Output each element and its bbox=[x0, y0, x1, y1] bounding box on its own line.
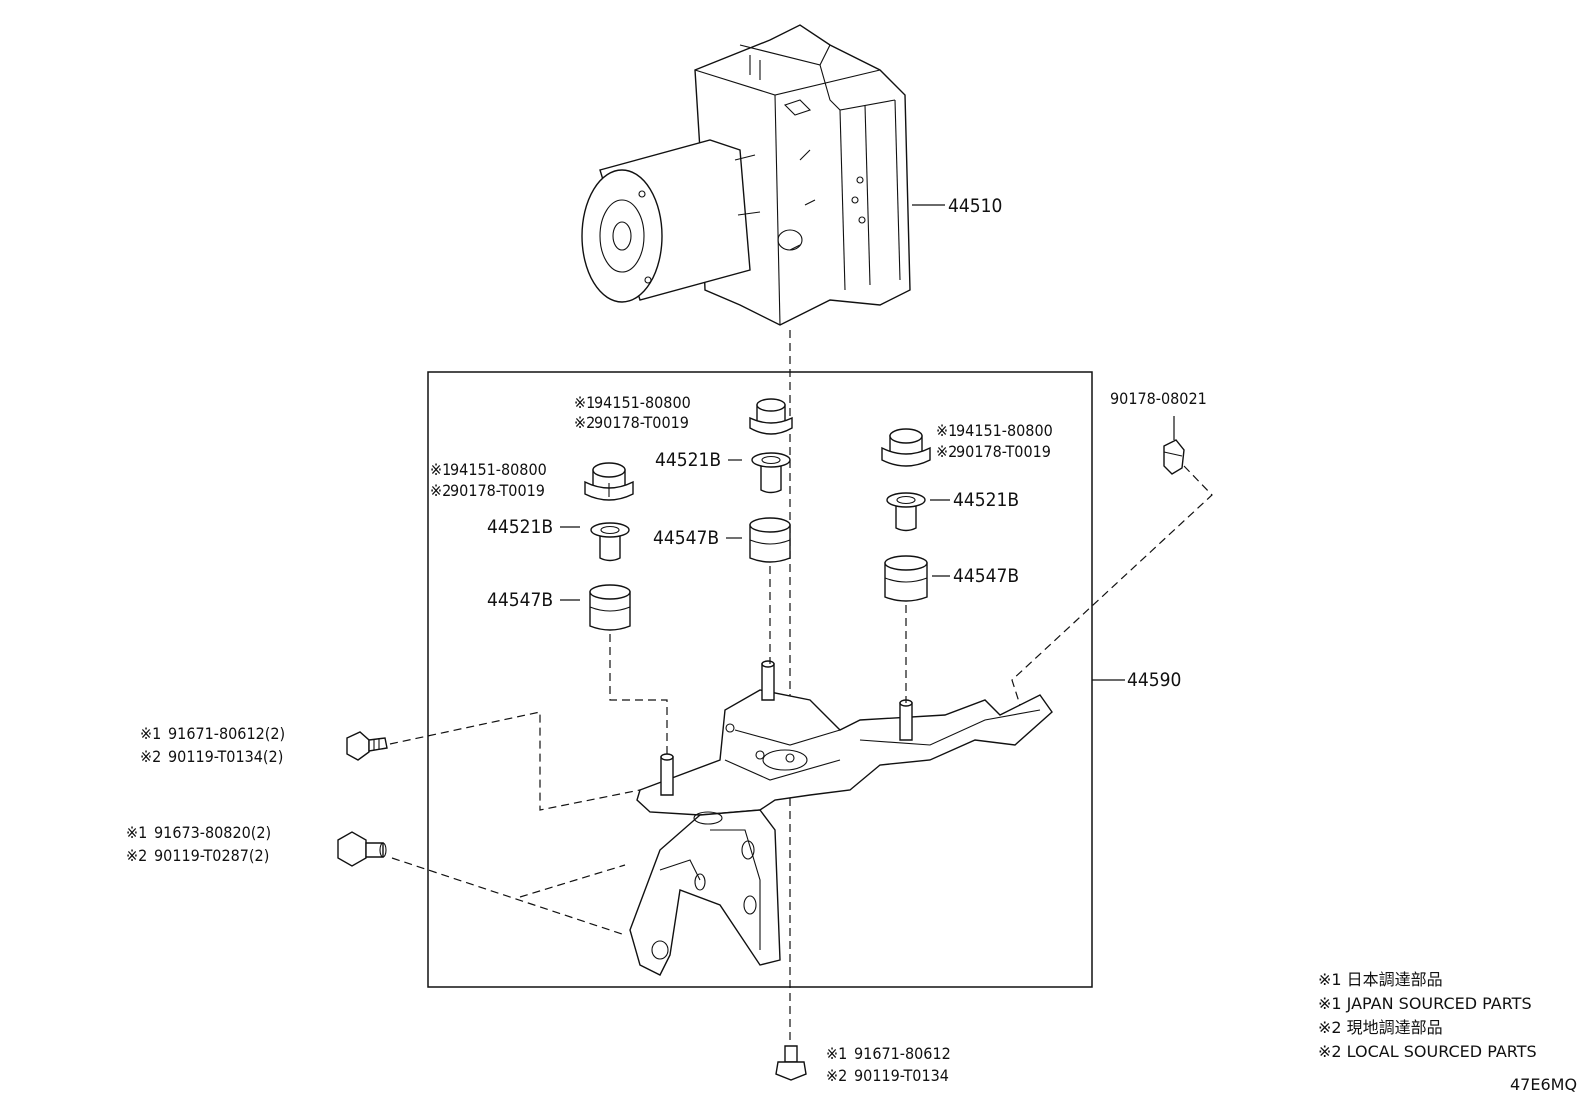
label-clip: 90178-08021 bbox=[1110, 389, 1207, 408]
bolt-bottom-illustration bbox=[775, 1045, 807, 1081]
label-grommet-left: 44547B bbox=[487, 589, 553, 611]
bolt-b-illustration bbox=[337, 831, 387, 867]
mark-cushion-right-1: ※1 bbox=[936, 421, 957, 440]
mark-bolt-bottom-2: ※2 bbox=[826, 1066, 847, 1085]
collar-right-illustration bbox=[886, 492, 926, 532]
label-cushion-top-local: 90178-T0019 bbox=[594, 413, 689, 432]
label-cushion-right-jp: 94151-80800 bbox=[956, 421, 1053, 440]
collar-center-illustration bbox=[751, 452, 791, 494]
legend-line-1: ※1 日本調達部品 bbox=[1318, 970, 1443, 989]
legend-line-2: ※1 JAPAN SOURCED PARTS bbox=[1318, 994, 1532, 1013]
label-collar-right: 44521B bbox=[953, 489, 1019, 511]
mark-bolt-a-1: ※1 bbox=[140, 724, 161, 743]
collar-left-illustration bbox=[590, 522, 630, 562]
label-collar-left: 44521B bbox=[487, 516, 553, 538]
cushion-left-illustration bbox=[584, 462, 634, 501]
label-grommet-right: 44547B bbox=[953, 565, 1019, 587]
label-44590: 44590 bbox=[1127, 669, 1181, 691]
legend-line-3: ※2 現地調達部品 bbox=[1318, 1018, 1443, 1037]
dash-bolt-b bbox=[391, 857, 626, 936]
illustration-code: 47E6MQ bbox=[1510, 1075, 1577, 1094]
dash-clip bbox=[1011, 465, 1213, 706]
mark-cushion-top-1: ※1 bbox=[574, 393, 595, 412]
label-collar-center: 44521B bbox=[655, 449, 721, 471]
dash-left-stud bbox=[609, 634, 668, 757]
grommet-center-illustration bbox=[749, 517, 791, 563]
mark-cushion-left-2: ※2 bbox=[430, 481, 451, 500]
label-bolt-bottom-jp: 91671-80612 bbox=[854, 1044, 951, 1063]
label-44510: 44510 bbox=[948, 195, 1002, 217]
abs-actuator-illustration bbox=[581, 24, 911, 326]
legend-line-4: ※2 LOCAL SOURCED PARTS bbox=[1318, 1042, 1537, 1061]
label-bolt-bottom-local: 90119-T0134 bbox=[854, 1066, 949, 1085]
mark-cushion-left-1: ※1 bbox=[430, 460, 451, 479]
clip-illustration bbox=[1163, 439, 1185, 475]
label-bolt-a-local: 90119-T0134(2) bbox=[168, 747, 283, 766]
mark-bolt-b-1: ※1 bbox=[126, 823, 147, 842]
label-bolt-b-jp: 91673-80820(2) bbox=[154, 823, 271, 842]
label-cushion-right-local: 90178-T0019 bbox=[956, 442, 1051, 461]
mark-bolt-bottom-1: ※1 bbox=[826, 1044, 847, 1063]
bracket-illustration bbox=[629, 660, 1053, 976]
label-bolt-a-jp: 91671-80612(2) bbox=[168, 724, 285, 743]
mark-bolt-b-2: ※2 bbox=[126, 846, 147, 865]
mark-cushion-right-2: ※2 bbox=[936, 442, 957, 461]
cushion-center-illustration bbox=[749, 398, 793, 435]
label-bolt-b-local: 90119-T0287(2) bbox=[154, 846, 269, 865]
mark-cushion-top-2: ※2 bbox=[574, 413, 595, 432]
cushion-right-illustration bbox=[881, 428, 931, 467]
label-grommet-center: 44547B bbox=[653, 527, 719, 549]
dash-bolt-a bbox=[389, 711, 641, 811]
mark-bolt-a-2: ※2 bbox=[140, 747, 161, 766]
label-cushion-left-jp: 94151-80800 bbox=[450, 460, 547, 479]
grommet-left-illustration bbox=[589, 584, 631, 631]
label-cushion-left-local: 90178-T0019 bbox=[450, 481, 545, 500]
bolt-a-illustration bbox=[346, 731, 388, 761]
grommet-right-illustration bbox=[884, 555, 928, 602]
label-cushion-top-jp: 94151-80800 bbox=[594, 393, 691, 412]
